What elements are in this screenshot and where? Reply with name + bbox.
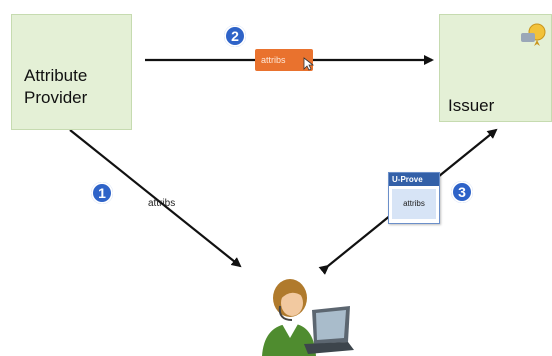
issuer-label: Issuer — [448, 96, 495, 115]
attribs-tag: attribs — [255, 49, 315, 71]
uprove-token-header: U-Prove — [389, 173, 439, 186]
step-2-badge: 2 — [224, 25, 246, 47]
attribute-provider-box: Attribute Provider — [11, 14, 132, 130]
attribs-arrow-label: attribs — [148, 198, 176, 209]
seal-icon — [521, 23, 546, 46]
arrow-provider-to-user — [69, 129, 242, 268]
attribs-tag-label: attribs — [261, 55, 286, 65]
uprove-token: U-Prove attribs — [388, 172, 440, 224]
user-at-laptop-icon — [262, 279, 354, 356]
cursor-icon — [303, 57, 315, 71]
attribute-provider-label: Attribute Provider — [24, 66, 88, 107]
uprove-token-body: attribs — [392, 189, 436, 219]
issuer-box: Issuer — [439, 14, 552, 122]
step-1-badge: 1 — [91, 182, 113, 204]
step-3-badge: 3 — [451, 181, 473, 203]
